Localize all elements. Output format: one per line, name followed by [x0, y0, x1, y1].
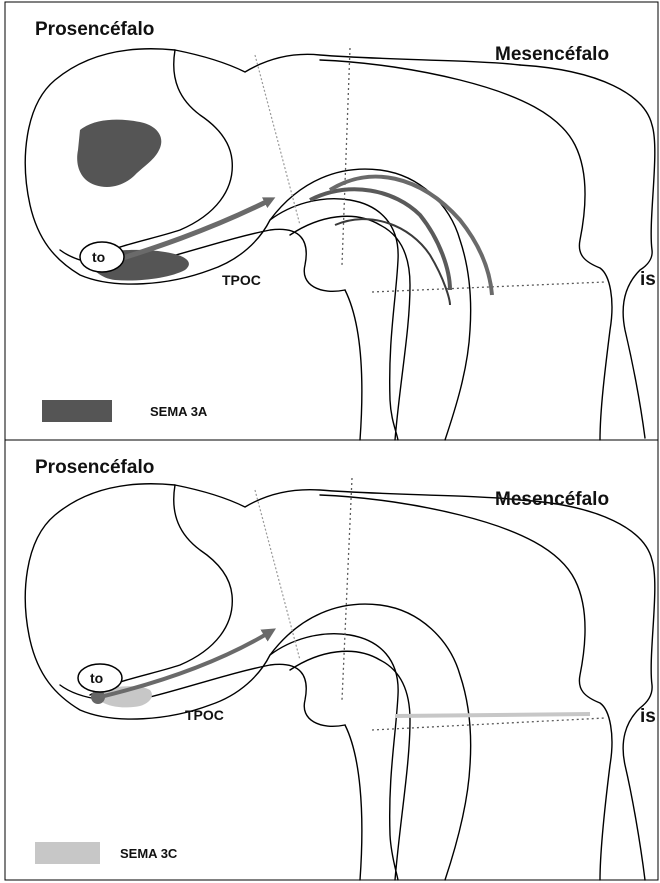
- brain-outline: [520, 65, 655, 438]
- ventral-outline-2: [345, 725, 362, 880]
- isthmus-dashed: [372, 718, 605, 730]
- legend-label: SEMA 3A: [150, 404, 208, 419]
- optic-tract-label: to: [92, 249, 105, 265]
- isthmus-label: is: [640, 706, 656, 727]
- mesencephalon-inner: [320, 495, 612, 880]
- boundary-dashed-2: [342, 48, 350, 265]
- tract-label: TPOC: [185, 707, 224, 723]
- forebrain-label: Prosencéfalo: [35, 19, 154, 40]
- boundary-dashed-2: [342, 478, 352, 700]
- forebrain-label: Prosencéfalo: [35, 457, 154, 478]
- inner-boundary-a: [270, 604, 471, 880]
- isthmus-label: is: [640, 269, 656, 290]
- midbrain-label: Mesencéfalo: [495, 44, 609, 65]
- mesencephalon-inner: [320, 60, 612, 440]
- brain-outline: [520, 500, 655, 880]
- tract-line-1: [310, 189, 450, 290]
- panel-sema3a: to Prosencéfalo Mesencéfalo TPOC is SEMA…: [25, 19, 656, 440]
- sema-blob-large: [77, 120, 161, 187]
- legend-swatch: [42, 400, 112, 422]
- inner-boundary-a: [270, 169, 471, 440]
- sema-expression-band: [395, 714, 590, 716]
- midbrain-label: Mesencéfalo: [495, 489, 609, 510]
- tract-label: TPOC: [222, 272, 261, 288]
- legend-swatch: [35, 842, 100, 864]
- ventral-outline-2: [345, 290, 362, 440]
- tpoc-arrow: [100, 200, 270, 265]
- optic-tract-label: to: [90, 670, 103, 686]
- boundary-dashed-1: [255, 55, 300, 225]
- panel-sema3c: to Prosencéfalo Mesencéfalo TPOC is SEMA…: [25, 457, 656, 880]
- boundary-dashed-1: [255, 490, 300, 660]
- legend-label: SEMA 3C: [120, 846, 178, 861]
